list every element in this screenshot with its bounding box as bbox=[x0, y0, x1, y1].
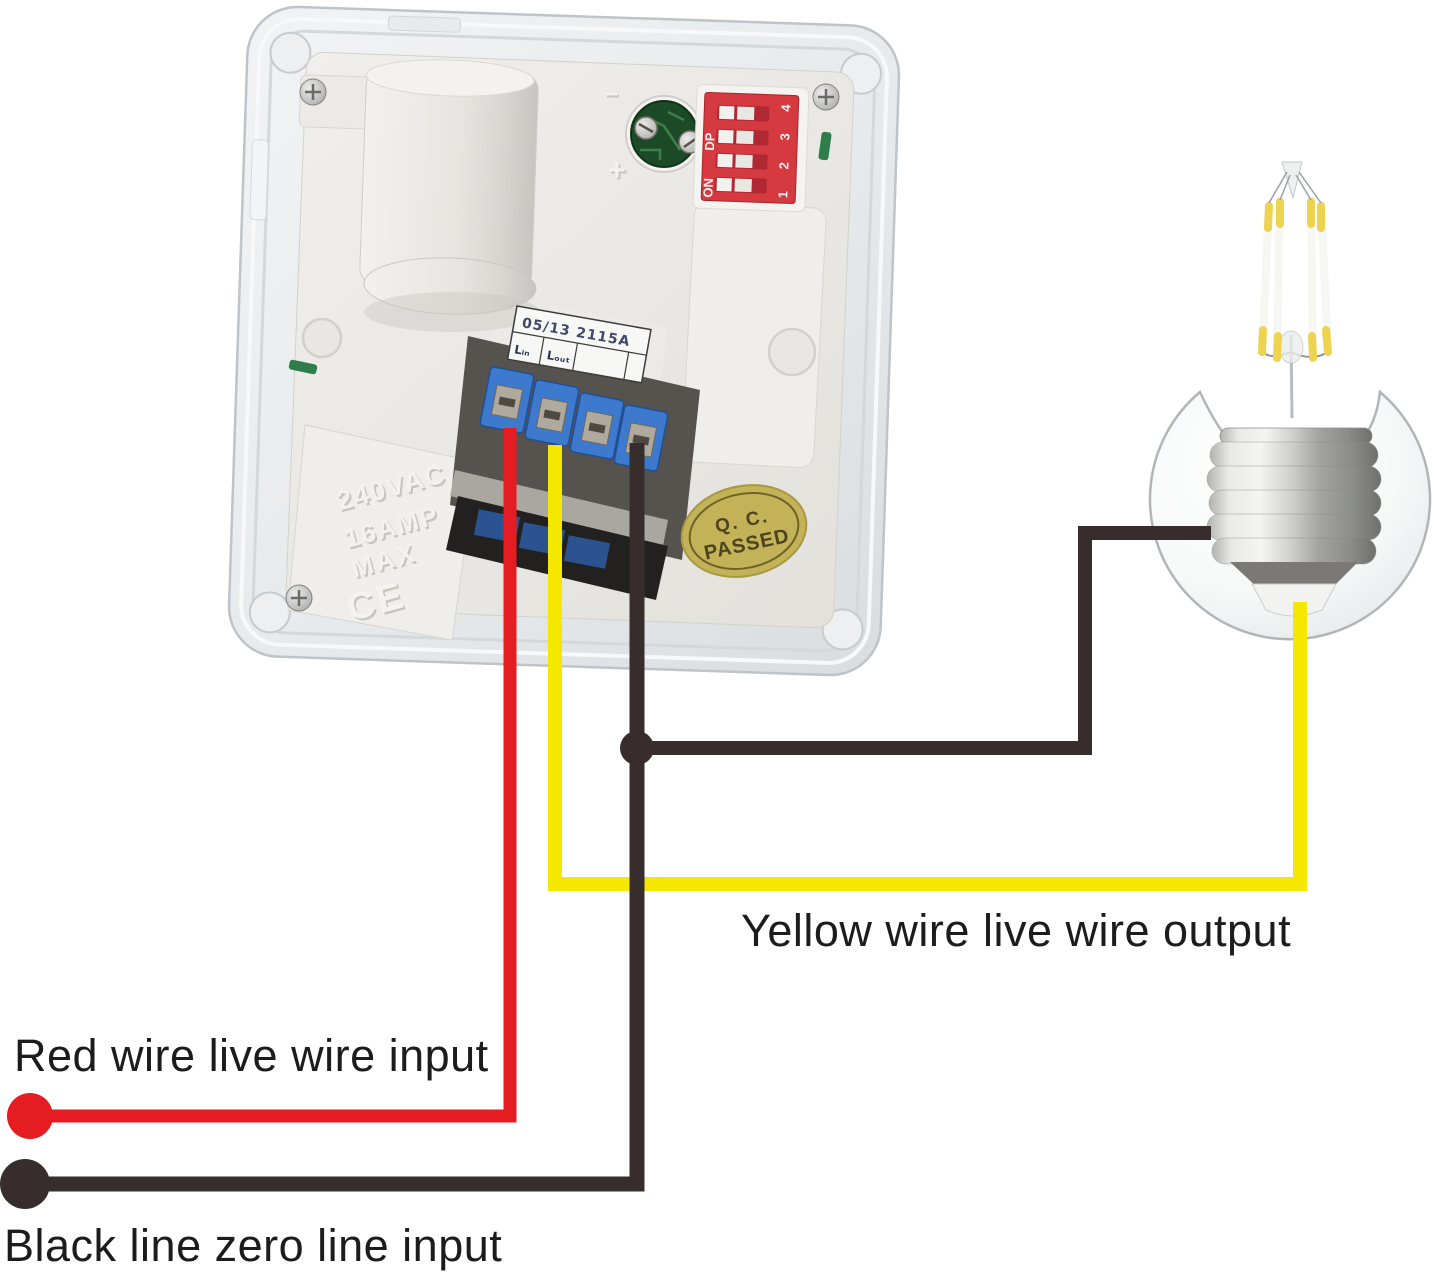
black-wire-end-dot bbox=[0, 1159, 50, 1209]
filament-glow-tips bbox=[1258, 198, 1332, 362]
cylinder-housing bbox=[298, 59, 540, 332]
green-seal-left bbox=[288, 359, 318, 375]
thread bbox=[1208, 489, 1382, 517]
red-wire-caption: Red wire live wire input bbox=[14, 1030, 489, 1081]
dip-position-numbers: 1 2 3 4 bbox=[775, 95, 794, 198]
red-wire-end-dot bbox=[7, 1093, 53, 1139]
plus-mark: + bbox=[608, 154, 626, 187]
minus-mark: − bbox=[604, 81, 618, 108]
dip-slider-3[interactable] bbox=[718, 129, 734, 144]
sticker-l-in: Lᵢₙ bbox=[513, 342, 531, 359]
dip-body bbox=[700, 91, 800, 205]
cover-slot bbox=[249, 139, 269, 221]
molding-flap-left bbox=[287, 424, 478, 641]
mounting-screws bbox=[285, 78, 840, 612]
dip-slider-2[interactable] bbox=[717, 153, 733, 168]
dip-on-label: ON bbox=[700, 178, 716, 198]
minus-mark-shadow: − bbox=[606, 83, 620, 110]
cover-tab bbox=[387, 15, 462, 33]
sticker-l-out: Lₒᵤₜ bbox=[546, 348, 572, 366]
thread bbox=[1206, 465, 1382, 493]
yellow-wire-caption: Yellow wire live wire output bbox=[741, 905, 1292, 956]
dip-slider-1[interactable] bbox=[716, 177, 732, 192]
plus-mark-shadow: + bbox=[610, 156, 628, 189]
dip-dp-label: DP bbox=[702, 132, 718, 151]
code-sticker: 05/13 2115A Lᵢₙ Lₒᵤₜ bbox=[506, 305, 652, 384]
black-neutral-wire bbox=[25, 443, 645, 1192]
dip-slider-4[interactable] bbox=[718, 105, 735, 120]
corner-post bbox=[248, 591, 291, 634]
boss-right bbox=[767, 327, 817, 377]
dip-sliders bbox=[714, 104, 770, 194]
filament-light-bulb bbox=[1148, 161, 1432, 641]
thread bbox=[1209, 441, 1379, 469]
dip-switch: DP ON 1 2 3 4 bbox=[692, 83, 810, 213]
green-seal-right bbox=[818, 131, 832, 161]
thread bbox=[1211, 537, 1377, 565]
lower-terminal bbox=[563, 535, 611, 569]
black-neutral-branch-to-bulb bbox=[637, 526, 1211, 755]
yellow-live-output-wire bbox=[548, 445, 1307, 891]
red-live-input-wire bbox=[30, 428, 517, 1123]
corner-post bbox=[269, 31, 312, 74]
black-junction-dot bbox=[620, 731, 654, 765]
qc-passed-sticker: Q. C. PASSED bbox=[680, 484, 808, 578]
corner-post bbox=[821, 608, 864, 651]
terminal-2-live-out[interactable] bbox=[524, 379, 580, 447]
terminal-3[interactable] bbox=[569, 392, 625, 460]
thread bbox=[1206, 513, 1382, 541]
terminal-1-live-in[interactable] bbox=[479, 366, 535, 434]
pcb-window bbox=[625, 95, 703, 173]
black-wire-caption: Black line zero line input bbox=[4, 1220, 503, 1271]
bulb-screw-base bbox=[1206, 427, 1382, 617]
boss-left bbox=[301, 317, 343, 359]
timer-switch-device: − − + + DP ON 1 2 3 4 bbox=[227, 5, 901, 677]
base-bottom bbox=[1230, 562, 1358, 590]
led-filaments bbox=[1258, 161, 1332, 419]
schematic-wires bbox=[0, 428, 1307, 1209]
